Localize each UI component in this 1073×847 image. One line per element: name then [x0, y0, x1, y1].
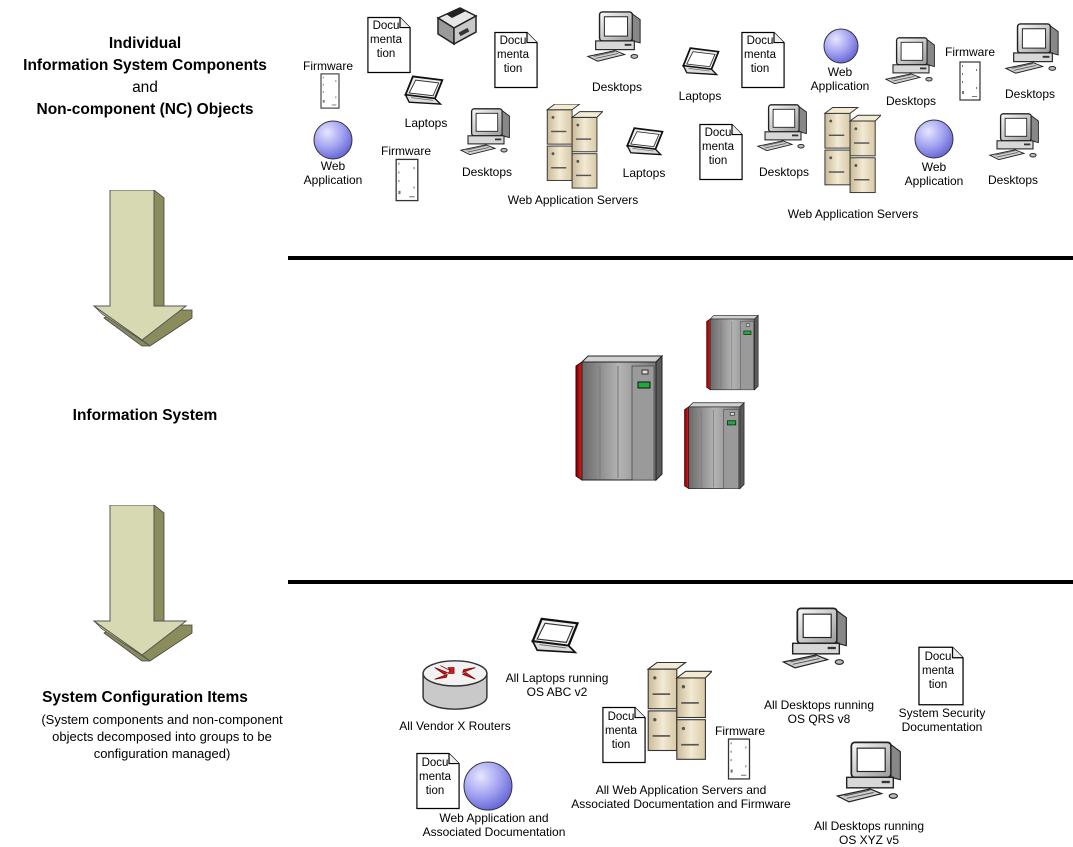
desktop-computer-icon	[756, 103, 810, 157]
desktops-label: Desktops	[885, 94, 937, 108]
documentation-icon: Docu menta tion	[699, 122, 743, 182]
desktop-computer-icon	[884, 36, 938, 90]
laptops-label: Laptops	[622, 166, 666, 180]
web-application-label: Web Application	[303, 159, 363, 187]
configuration-items-title: System Configuration Items	[42, 689, 248, 706]
desktops-os-xyz-label: All Desktops running OS XYZ v5	[813, 819, 925, 847]
desktop-computer-icon	[459, 107, 513, 161]
configuration-items-subtitle: (System components and non-component obj…	[41, 712, 283, 761]
web-application-group-label: Web Application and Associated Documenta…	[422, 811, 566, 839]
firmware-label: Firmware	[381, 144, 431, 158]
mainframe-icon	[679, 400, 751, 490]
desktops-label: Desktops	[1004, 87, 1056, 101]
web-application-label: Web Application	[810, 65, 870, 93]
separator-rule-bottom	[288, 580, 1073, 584]
web-application-globe-icon	[313, 120, 353, 160]
documentation-label: Docu menta tion	[922, 651, 954, 691]
web-application-globe-icon	[463, 761, 513, 811]
information-system-title: Information System	[72, 407, 218, 424]
laptop-icon	[400, 74, 446, 112]
web-application-globe-icon	[914, 119, 954, 159]
arrow-down-icon	[92, 190, 202, 350]
firmware-chip-icon	[394, 158, 420, 202]
firmware-label: Firmware	[303, 59, 353, 73]
desktops-label: Desktops	[987, 173, 1039, 187]
desktop-computer-icon	[586, 10, 644, 68]
web-application-server-icon	[545, 104, 603, 190]
web-application-globe-icon	[823, 28, 859, 64]
web-application-label: Web Application	[904, 160, 964, 188]
title-line-1: Individual	[108, 35, 182, 52]
web-application-servers-label: Web Application Servers	[507, 193, 639, 207]
laptops-label: Laptops	[404, 116, 448, 130]
firmware-chip-icon	[726, 738, 752, 780]
desktop-computer-icon	[780, 606, 852, 676]
individual-components-title: Individual Information System Components…	[0, 33, 290, 121]
servers-group-label: All Web Application Servers and Associat…	[571, 783, 791, 811]
desktops-os-qrs-label: All Desktops running OS QRS v8	[763, 698, 875, 726]
mainframe-icon	[572, 352, 668, 482]
documentation-icon: Docu menta tion	[918, 646, 964, 706]
documentation-label: Docu menta tion	[702, 127, 734, 167]
web-application-server-icon	[646, 660, 712, 764]
title-line-3: and	[132, 79, 158, 96]
documentation-label: Docu menta tion	[419, 757, 451, 797]
title-line-4: Non-component (NC) Objects	[36, 101, 254, 118]
routers-label: All Vendor X Routers	[399, 719, 511, 733]
documentation-label: Docu menta tion	[370, 20, 402, 60]
firmware-label: Firmware	[715, 724, 765, 738]
laptop-icon	[622, 126, 666, 162]
laptops-label: Laptops	[678, 89, 722, 103]
printer-icon	[432, 4, 478, 48]
desktops-label: Desktops	[758, 165, 810, 179]
documentation-label: Docu menta tion	[605, 711, 637, 751]
desktops-label: Desktops	[591, 80, 643, 94]
desktops-label: Desktops	[461, 165, 513, 179]
laptop-icon	[526, 615, 582, 663]
documentation-icon: Docu menta tion	[602, 706, 646, 764]
documentation-label: Docu menta tion	[497, 35, 529, 75]
firmware-chip-icon	[318, 73, 342, 109]
documentation-icon: Docu menta tion	[494, 30, 538, 90]
documentation-label: Docu menta tion	[744, 35, 776, 75]
laptop-icon	[678, 46, 722, 82]
firmware-label: Firmware	[945, 45, 995, 59]
router-icon	[420, 656, 490, 714]
arrow-down-icon	[92, 505, 202, 665]
documentation-icon: Docu menta tion	[741, 30, 785, 90]
laptops-os-abc-label: All Laptops running OS ABC v2	[505, 671, 609, 699]
mainframe-icon	[703, 313, 763, 391]
title-line-2: Information System Components	[23, 57, 267, 74]
desktop-computer-icon	[988, 112, 1042, 166]
desktop-computer-icon	[1004, 22, 1062, 80]
web-application-server-icon	[823, 106, 881, 196]
web-application-servers-label: Web Application Servers	[787, 207, 919, 221]
firmware-chip-icon	[958, 59, 982, 103]
desktop-computer-icon	[834, 740, 906, 810]
documentation-icon: Docu menta tion	[416, 752, 460, 810]
security-documentation-label: System Security Documentation	[898, 706, 986, 734]
separator-rule-top	[288, 256, 1073, 260]
documentation-icon: Docu menta tion	[367, 15, 411, 75]
